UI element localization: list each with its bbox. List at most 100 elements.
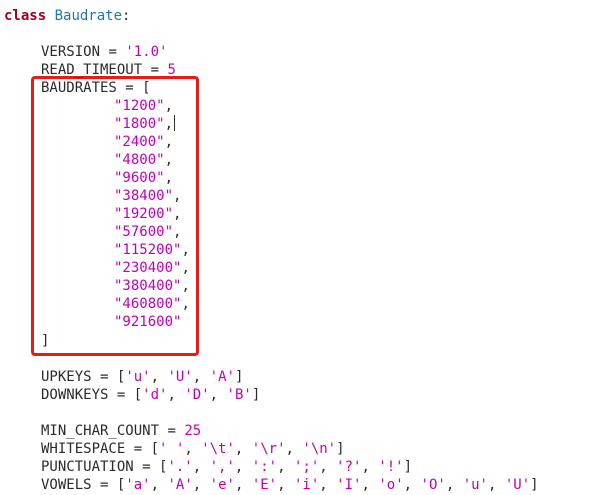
code-line-baudrates-close[interactable]: ] — [41, 332, 49, 350]
baudrate-item[interactable]: "19200", — [114, 205, 181, 223]
vowel-value: 'U' — [504, 477, 531, 493]
punctuation-value: ';' — [293, 459, 320, 475]
punctuation-value: '!' — [378, 459, 404, 475]
min-char-count-value: 25 — [184, 423, 202, 439]
whitespace-name: WHITESPACE — [41, 441, 126, 457]
baudrate-item[interactable]: "115200", — [114, 241, 190, 259]
version-value: '1.0' — [125, 44, 168, 60]
comma: , — [164, 98, 174, 114]
assign-op: = — [133, 459, 160, 475]
downkey-value: 'D' — [184, 387, 210, 403]
baudrate-item[interactable]: "380400", — [114, 277, 190, 295]
comma: , — [234, 477, 244, 493]
close-bracket: ] — [403, 459, 413, 475]
baudrate-value: "460800" — [114, 296, 182, 312]
class-name: Baudrate — [54, 8, 123, 24]
comma: , — [192, 369, 202, 385]
version-name: VERSION — [41, 44, 101, 60]
close-bracket: ] — [41, 333, 50, 349]
comma: , — [181, 260, 190, 276]
comma: , — [361, 459, 370, 475]
baudrate-item[interactable]: "230400", — [114, 259, 190, 277]
comma: , — [173, 188, 182, 204]
open-bracket: [ — [142, 80, 151, 96]
vowel-value: 'a' — [125, 477, 151, 493]
comma: , — [164, 134, 174, 150]
baudrate-value: "380400" — [114, 278, 182, 294]
comma: , — [192, 459, 202, 475]
comma: , — [164, 116, 174, 132]
baudrate-item[interactable]: "921600" — [114, 313, 181, 331]
assign-op: = — [100, 44, 126, 60]
whitespace-value: '\n' — [302, 441, 337, 457]
comma: , — [361, 477, 370, 493]
baudrate-value: "4800" — [114, 152, 165, 168]
text-cursor — [174, 115, 176, 131]
open-bracket: [ — [116, 369, 126, 385]
vowel-value: 'E' — [251, 477, 278, 493]
assign-op: = — [91, 477, 117, 493]
code-line-version[interactable]: VERSION = '1.0' — [41, 43, 167, 61]
code-line-vowels[interactable]: VOWELS = ['a', 'A', 'e', 'E', 'i', 'I', … — [41, 476, 539, 494]
close-bracket: ] — [336, 441, 345, 457]
open-bracket: [ — [133, 387, 143, 403]
comma: , — [319, 477, 328, 493]
comma: , — [234, 441, 244, 457]
code-line-baudrates-open[interactable]: BAUDRATES = [ — [41, 79, 151, 97]
comma: , — [184, 441, 193, 457]
comma: , — [487, 477, 497, 493]
code-line-class-def[interactable]: class Baudrate: — [4, 7, 130, 25]
whitespace-value: '\r' — [251, 441, 286, 457]
open-bracket: [ — [159, 459, 168, 475]
code-line-read-timeout[interactable]: READ_TIMEOUT = 5 — [41, 61, 176, 79]
upkey-value: 'A' — [209, 369, 235, 385]
code-line-min-char-count[interactable]: MIN_CHAR_COUNT = 25 — [41, 422, 201, 440]
class-colon: : — [122, 8, 131, 24]
comma: , — [181, 296, 190, 312]
comma: , — [150, 369, 160, 385]
punctuation-value: '.' — [167, 459, 193, 475]
baudrate-item[interactable]: "57600", — [114, 223, 181, 241]
assign-op: = — [125, 441, 151, 457]
comma: , — [181, 278, 190, 294]
baudrate-item[interactable]: "460800", — [114, 295, 190, 313]
baudrate-value: "1200" — [114, 98, 165, 114]
code-line-upkeys[interactable]: UPKEYS = ['u', 'U', 'A'] — [41, 368, 243, 386]
comma: , — [277, 477, 286, 493]
whitespace-value: ' ' — [159, 441, 185, 457]
downkeys-name: DOWNKEYS — [41, 387, 109, 403]
close-bracket: ] — [234, 369, 244, 385]
baudrate-item[interactable]: "9600", — [114, 169, 173, 187]
vowel-value: 'u' — [462, 477, 488, 493]
baudrate-value: "2400" — [114, 134, 165, 150]
downkey-value: 'B' — [226, 387, 252, 403]
baudrate-item[interactable]: "4800", — [114, 151, 173, 169]
code-line-punctuation[interactable]: PUNCTUATION = ['.', ',', ':', ';', '?', … — [41, 458, 412, 476]
baudrate-value: "921600" — [114, 314, 182, 330]
punctuation-value: ',' — [209, 459, 235, 475]
comma: , — [285, 441, 294, 457]
whitespace-value: '\t' — [201, 441, 235, 457]
code-line-whitespace[interactable]: WHITESPACE = [' ', '\t', '\r', '\n'] — [41, 440, 345, 458]
baudrate-item[interactable]: "1800", — [114, 115, 176, 133]
baudrate-item[interactable]: "1200", — [114, 97, 173, 115]
assign-op: = — [159, 423, 185, 439]
vowel-value: 'i' — [294, 477, 320, 493]
baudrate-item[interactable]: "2400", — [114, 133, 173, 151]
baudrates-name: BAUDRATES — [41, 80, 117, 96]
open-bracket: [ — [150, 441, 160, 457]
upkey-value: 'u' — [125, 369, 151, 385]
close-bracket: ] — [251, 387, 261, 403]
min-char-count-name: MIN_CHAR_COUNT — [41, 423, 160, 439]
baudrate-value: "115200" — [114, 242, 182, 258]
punctuation-value: ':' — [251, 459, 278, 475]
vowel-value: 'o' — [378, 477, 404, 493]
punctuation-value: '?' — [336, 459, 362, 475]
comma: , — [167, 387, 176, 403]
comma: , — [164, 170, 174, 186]
baudrates-highlight-box — [31, 76, 199, 356]
code-line-downkeys[interactable]: DOWNKEYS = ['d', 'D', 'B'] — [41, 386, 260, 404]
baudrate-item[interactable]: "38400", — [114, 187, 181, 205]
vowel-value: 'A' — [167, 477, 193, 493]
